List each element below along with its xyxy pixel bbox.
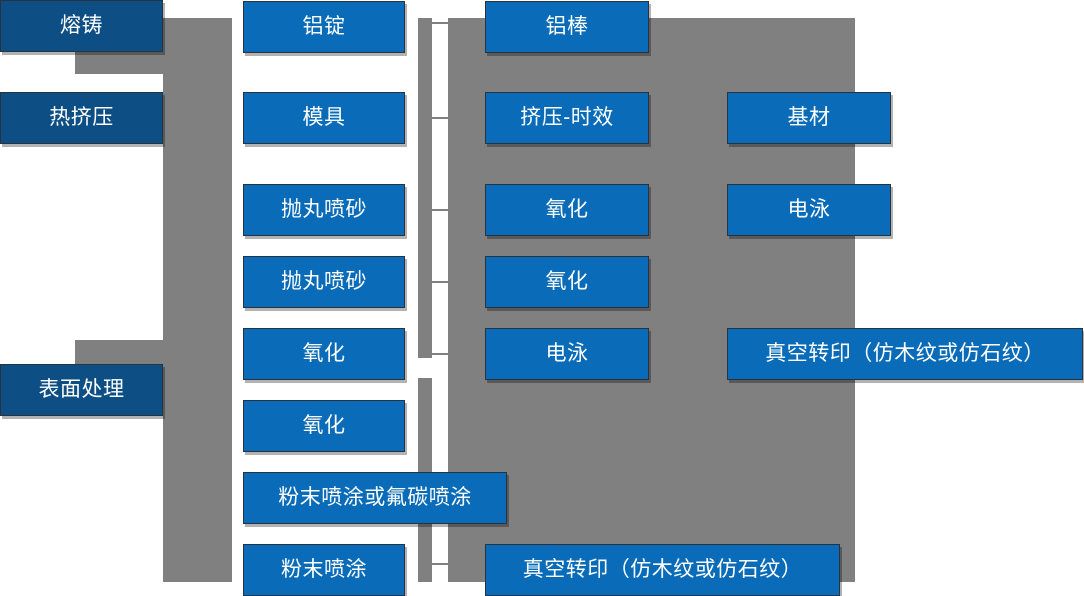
output-label-c4-2: 真空转印（仿木纹或仿石纹） bbox=[765, 342, 1045, 366]
process-label-c2-6: 粉末喷涂或氟碳喷涂 bbox=[278, 486, 472, 510]
connector-line-c4-0 bbox=[694, 117, 714, 119]
process-label-c2-0: 铝锭 bbox=[302, 15, 346, 39]
connector-arrow-c4-1 bbox=[706, 204, 715, 216]
arrow-tip-c2-0 bbox=[220, 18, 231, 36]
process-box-c3-4[interactable]: 电泳 bbox=[485, 328, 649, 380]
process-box-c3-1[interactable]: 挤压-时效 bbox=[485, 92, 649, 144]
process-label-c2-5: 氧化 bbox=[302, 414, 346, 438]
tick-line-4 bbox=[432, 353, 452, 355]
stage-box-extrusion[interactable]: 热挤压 bbox=[0, 92, 163, 144]
stage-box-melting[interactable]: 熔铸 bbox=[0, 0, 163, 52]
process-box-c2-0[interactable]: 铝锭 bbox=[243, 1, 405, 53]
stage-label-surface: 表面处理 bbox=[38, 378, 125, 402]
process-label-c3-1: 挤压-时效 bbox=[520, 106, 614, 130]
process-label-c3-4: 电泳 bbox=[545, 342, 589, 366]
process-label-c2-7: 粉末喷涂 bbox=[281, 558, 367, 582]
process-box-c3-3[interactable]: 氧化 bbox=[485, 256, 649, 308]
process-box-c3-0[interactable]: 铝棒 bbox=[485, 1, 649, 53]
process-label-c3-3: 氧化 bbox=[545, 270, 589, 294]
arrow-tip-c2-5 bbox=[220, 417, 231, 435]
stage-label-extrusion: 热挤压 bbox=[49, 106, 114, 130]
connector-arrow-c4-2 bbox=[706, 348, 715, 360]
process-box-c2-1[interactable]: 模具 bbox=[243, 92, 405, 144]
process-label-c2-3: 抛丸喷砂 bbox=[281, 270, 367, 294]
arrow-tip-c2-7 bbox=[220, 561, 231, 579]
process-box-c3-5[interactable]: 真空转印（仿木纹或仿石纹） bbox=[485, 544, 840, 596]
output-label-c4-0: 基材 bbox=[787, 106, 831, 130]
arrow-tip-c2-2 bbox=[220, 201, 231, 219]
process-label-c3-2: 氧化 bbox=[545, 198, 589, 222]
output-box-c4-2[interactable]: 真空转印（仿木纹或仿石纹） bbox=[727, 328, 1083, 380]
process-box-c2-2[interactable]: 抛丸喷砂 bbox=[243, 184, 405, 236]
tick-line-3 bbox=[432, 281, 452, 283]
connector-arrow-c4-0 bbox=[706, 112, 715, 124]
process-label-c3-0: 铝棒 bbox=[545, 15, 589, 39]
tick-line-5 bbox=[432, 563, 452, 565]
process-label-c3-5: 真空转印（仿木纹或仿石纹） bbox=[522, 558, 803, 582]
band-left-trunk-stub-2 bbox=[75, 340, 163, 366]
tick-line-0 bbox=[432, 22, 452, 24]
output-label-c4-1: 电泳 bbox=[787, 198, 831, 222]
output-box-c4-1[interactable]: 电泳 bbox=[727, 184, 891, 236]
connector-surface-to-trunk bbox=[160, 389, 186, 391]
output-box-c4-0[interactable]: 基材 bbox=[727, 92, 891, 144]
process-box-c2-7[interactable]: 粉末喷涂 bbox=[243, 544, 405, 596]
band-mid-thin bbox=[418, 18, 432, 358]
connector-line-c4-1 bbox=[694, 209, 714, 211]
process-label-c2-4: 氧化 bbox=[302, 342, 346, 366]
arrow-tip-c2-6 bbox=[220, 489, 231, 507]
stage-label-melting: 熔铸 bbox=[60, 14, 103, 38]
arrow-tip-c2-3 bbox=[220, 273, 231, 291]
stage-box-surface[interactable]: 表面处理 bbox=[0, 364, 163, 416]
process-box-c2-5[interactable]: 氧化 bbox=[243, 400, 405, 452]
tick-line-2 bbox=[432, 209, 452, 211]
arrow-tip-c2-4 bbox=[220, 345, 231, 363]
process-label-c2-1: 模具 bbox=[302, 106, 346, 130]
process-box-c2-3[interactable]: 抛丸喷砂 bbox=[243, 256, 405, 308]
process-box-c2-6[interactable]: 粉末喷涂或氟碳喷涂 bbox=[243, 472, 507, 524]
process-label-c2-2: 抛丸喷砂 bbox=[281, 198, 367, 222]
arrow-tip-c2-1 bbox=[220, 99, 231, 117]
connector-line-c4-2 bbox=[694, 353, 714, 355]
tick-line-1 bbox=[432, 117, 452, 119]
process-box-c2-4[interactable]: 氧化 bbox=[243, 328, 405, 380]
process-box-c3-2[interactable]: 氧化 bbox=[485, 184, 649, 236]
